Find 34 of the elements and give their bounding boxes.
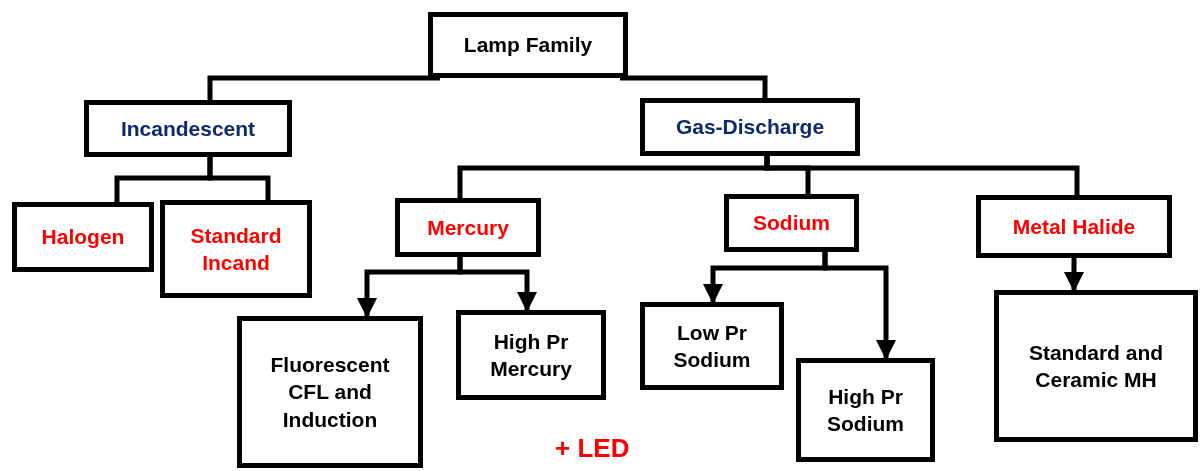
box — [12, 202, 154, 272]
box — [395, 198, 541, 257]
connector — [617, 75, 768, 98]
box — [994, 290, 1198, 442]
connector — [764, 156, 1080, 195]
node-label: Gas-Discharge — [675, 114, 825, 141]
box — [160, 200, 312, 298]
box — [976, 195, 1172, 258]
connector — [207, 75, 443, 100]
node-label: High Pr Sodium — [826, 383, 905, 437]
box — [640, 98, 860, 156]
connector — [1064, 258, 1084, 292]
node-label: Fluorescent CFL and Induction — [269, 352, 391, 433]
node-label: High Pr Mercury — [489, 328, 573, 382]
box — [796, 358, 935, 462]
connector — [457, 257, 537, 312]
box — [724, 194, 859, 252]
box — [237, 316, 423, 468]
node-label: Sodium — [753, 210, 830, 237]
node-label: Mercury — [427, 214, 509, 241]
node-label: Incandescent — [120, 115, 256, 142]
box — [640, 302, 784, 390]
node-label: Metal Halide — [1012, 213, 1136, 240]
box — [84, 100, 292, 157]
note-text: + LED — [555, 433, 630, 464]
node-label: Low Pr Sodium — [672, 319, 752, 373]
box — [428, 12, 628, 78]
node-label: Standard Incand — [189, 222, 283, 276]
box — [456, 310, 606, 400]
node-label: Lamp Family — [463, 32, 593, 59]
connector — [822, 252, 896, 360]
connector — [207, 157, 271, 200]
node-label: Halogen — [41, 224, 125, 251]
node-label: Standard and Ceramic MH — [1028, 339, 1164, 393]
